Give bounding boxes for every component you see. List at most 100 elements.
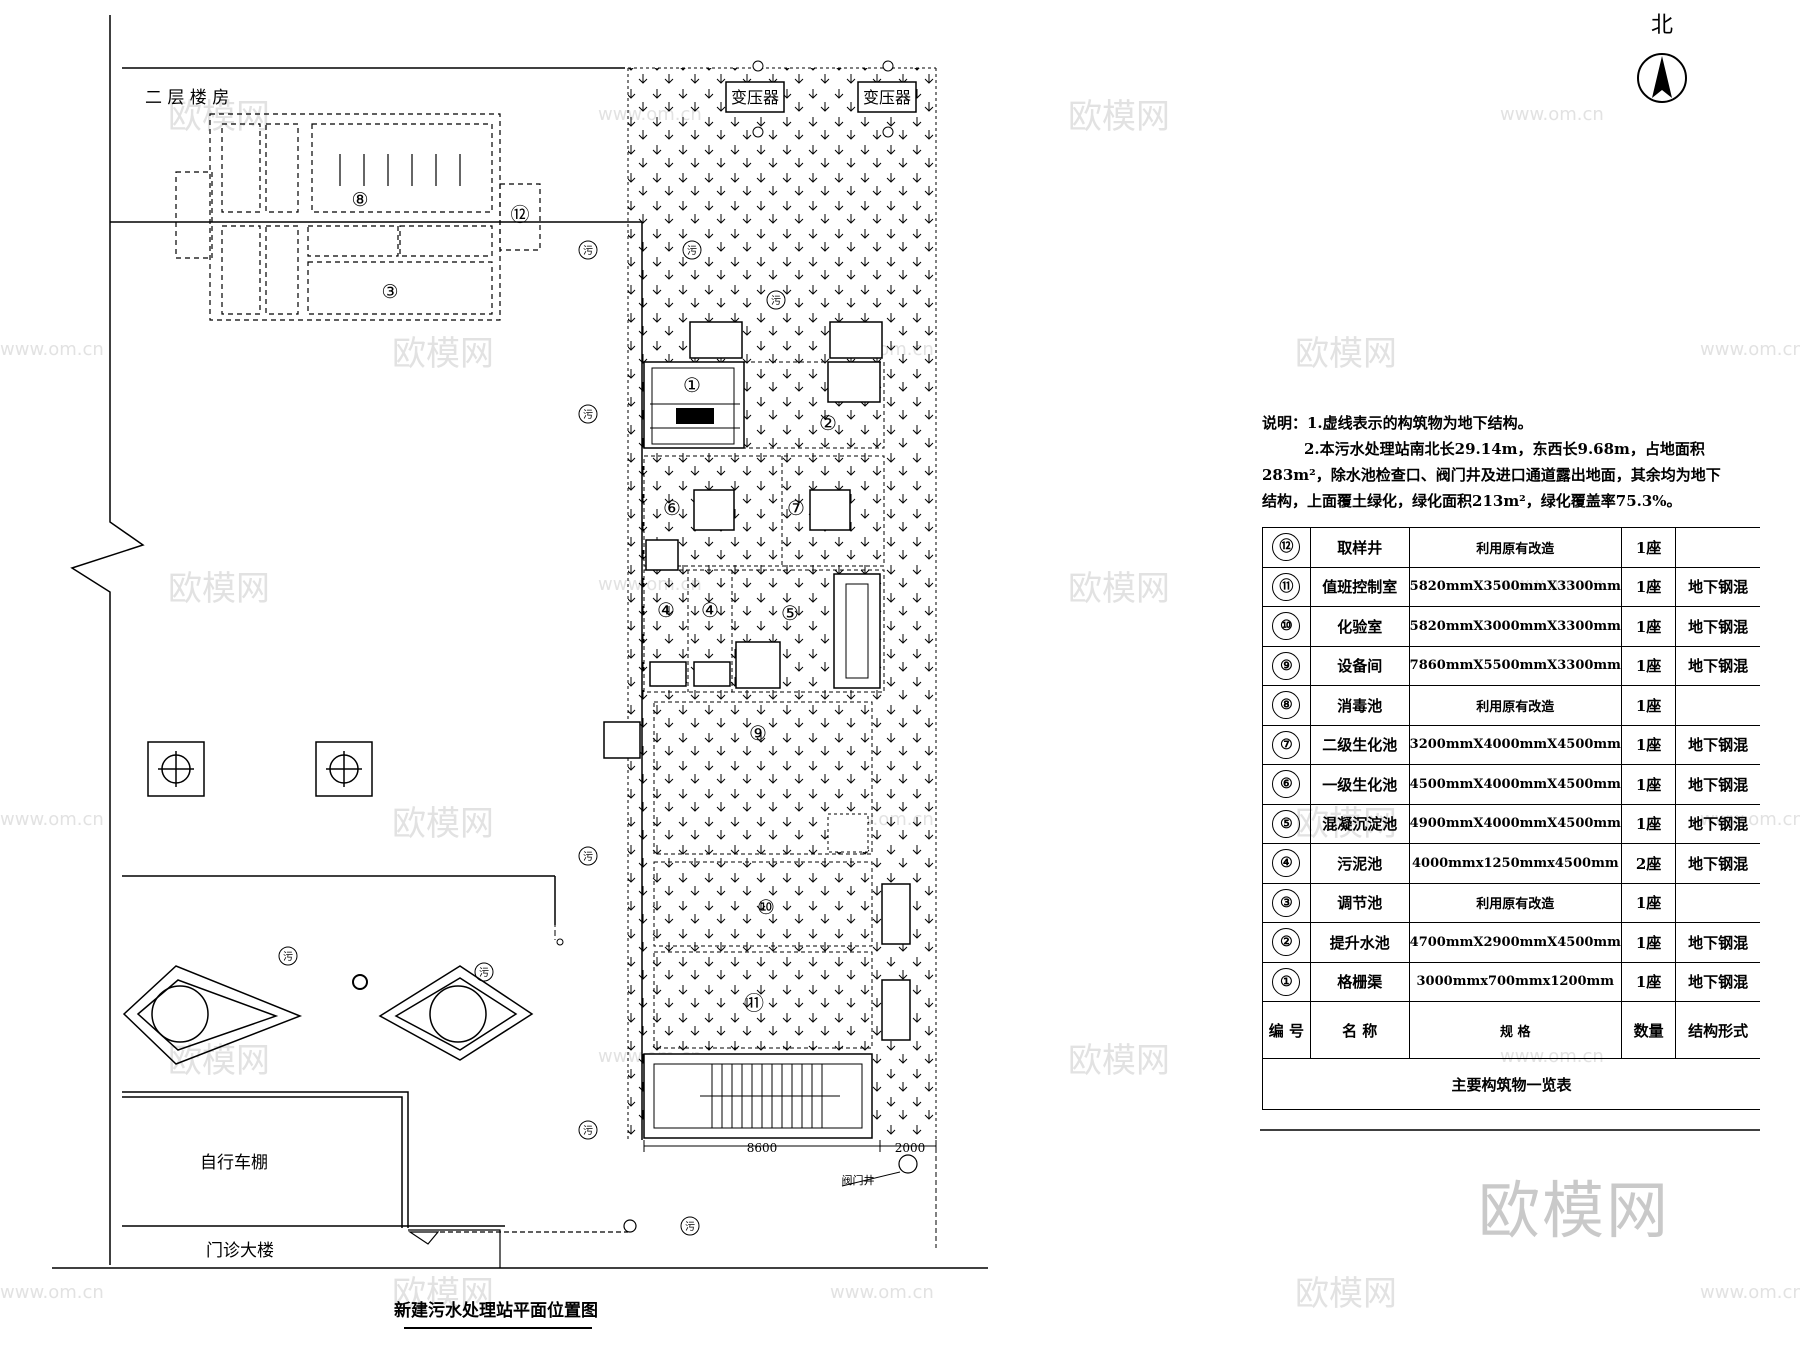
north-label: 北	[1651, 13, 1673, 38]
transformer-left: 变压器	[725, 81, 785, 113]
row-number-badge: ⑨	[1272, 651, 1301, 680]
clinic-label: 门诊大楼	[206, 1241, 274, 1261]
table-cell-struct: 地下钢混	[1675, 566, 1760, 607]
svg-text:污: 污	[685, 1221, 695, 1233]
design-notes: 说明：1.虚线表示的构筑物为地下结构。 2.本污水处理站南北长29.14m，东西…	[1262, 410, 1722, 514]
watermark: 欧模网	[392, 1274, 494, 1314]
pipe-line	[122, 875, 556, 940]
svg-text:污: 污	[583, 1125, 593, 1137]
watermark: 欧模网	[1295, 1274, 1397, 1314]
watermark-url: www.om.cn	[1500, 104, 1604, 125]
table-cell-name: 混凝沉淀池	[1309, 803, 1410, 844]
table-cell-spec: 3200mmX4000mmX4500mm	[1408, 724, 1622, 765]
table-cell-qty: 1座	[1620, 882, 1677, 923]
tree-symbols	[122, 741, 534, 1065]
row-number-badge: ⑤	[1272, 809, 1301, 838]
existing-structures	[175, 113, 541, 321]
structure-10-label: ⑩	[757, 895, 775, 919]
row-number-badge: ⑦	[1272, 730, 1301, 759]
table-cell-no: ⑨	[1262, 645, 1311, 686]
svg-text:变压器: 变压器	[731, 88, 779, 107]
dimension-lines	[643, 1140, 937, 1152]
table-cell-no: ⑥	[1262, 764, 1311, 805]
watermark: 欧模网	[1068, 569, 1170, 609]
watermark: 欧模网	[1068, 97, 1170, 137]
table-cell-name: 消毒池	[1309, 685, 1410, 726]
table-cell-qty: 1座	[1620, 685, 1677, 726]
transformer-right: 变压器	[857, 81, 917, 113]
note-line-2: 2.本污水处理站南北长29.14m，东西长9.68m，占地面积283m²，除水池…	[1262, 440, 1721, 510]
table-cell-qty: 1座	[1620, 961, 1677, 1002]
watermark: 欧模网	[1068, 1041, 1170, 1081]
note-line-1: 说明：1.虚线表示的构筑物为地下结构。	[1262, 414, 1533, 432]
table-cell-qty: 1座	[1620, 922, 1677, 963]
row-number-badge: ⑥	[1272, 770, 1301, 799]
table-cell-name: 调节池	[1309, 882, 1410, 923]
table-cell-spec: 5820mmX3500mmX3300mm	[1408, 566, 1622, 607]
watermark-url: www.om.cn	[0, 1282, 104, 1303]
table-cell-spec: 5820mmX3000mmX3300mm	[1408, 606, 1622, 647]
sewage-markers: 污 污 污 污 污 污 污 污 污	[278, 240, 786, 1236]
svg-text:污: 污	[479, 967, 489, 979]
watermark-logo: 欧模网	[1478, 1174, 1671, 1247]
svg-text:变压器: 变压器	[863, 88, 911, 107]
table-cell-name: 二级生化池	[1309, 724, 1410, 765]
table-cell-struct: 地下钢混	[1675, 606, 1760, 647]
table-cell-struct	[1675, 527, 1760, 568]
table-cell-no: ⑤	[1262, 803, 1311, 844]
dimension-8600: 8600	[747, 1141, 778, 1155]
table-cell-spec: 3000mmx700mmx1200mm	[1408, 961, 1622, 1002]
table-cell-struct: 地下钢混	[1675, 645, 1760, 686]
table-cell-name: 化验室	[1309, 606, 1410, 647]
table-cell-qty: 1座	[1620, 606, 1677, 647]
table-cell-no: ⑪	[1262, 566, 1311, 607]
table-cell-spec: 7860mmX5500mmX3300mm	[1408, 645, 1622, 686]
table-header-qty: 数量	[1620, 1001, 1677, 1059]
watermark-url: www.om.cn	[0, 339, 104, 360]
table-cell-name: 格栅渠	[1309, 961, 1410, 1002]
structure-2-label: ②	[819, 411, 837, 435]
structure-8-label: ⑧	[351, 189, 368, 211]
table-cell-spec: 利用原有改造	[1408, 882, 1622, 923]
watermark-url: www.om.cn	[0, 809, 104, 830]
svg-text:污: 污	[771, 295, 781, 307]
table-cell-spec: 4000mmx1250mmx4500mm	[1408, 843, 1622, 884]
row-number-badge: ④	[1272, 849, 1301, 878]
table-cell-struct: 地下钢混	[1675, 922, 1760, 963]
table-cell-no: ①	[1262, 961, 1311, 1002]
svg-text:污: 污	[583, 851, 593, 863]
svg-text:①: ①	[683, 373, 701, 397]
table-caption: 主要构筑物一览表	[1262, 1058, 1760, 1110]
row-number-badge: ③	[1272, 888, 1301, 917]
row-number-badge: ②	[1272, 928, 1301, 957]
watermark-url: www.om.cn	[1700, 339, 1800, 360]
table-cell-spec: 利用原有改造	[1408, 685, 1622, 726]
table-cell-qty: 1座	[1620, 803, 1677, 844]
watermark: 欧模网	[168, 569, 270, 609]
table-cell-no: ②	[1262, 922, 1311, 963]
table-cell-no: ⑦	[1262, 724, 1311, 765]
row-number-badge: ⑩	[1272, 612, 1301, 641]
structure-4a-label: ④	[657, 598, 675, 622]
structure-12-label: ⑫	[510, 204, 529, 226]
svg-text:污: 污	[283, 951, 293, 963]
table-cell-qty: 1座	[1620, 527, 1677, 568]
table-cell-struct: 地下钢混	[1675, 764, 1760, 805]
watermark-url: www.om.cn	[830, 1282, 934, 1303]
table-cell-name: 值班控制室	[1309, 566, 1410, 607]
row-number-badge: ⑧	[1272, 691, 1301, 720]
structure-4b-label: ④	[701, 598, 719, 622]
table-cell-name: 设备间	[1309, 645, 1410, 686]
table-cell-struct	[1675, 882, 1760, 923]
table-cell-no: ⑧	[1262, 685, 1311, 726]
plan-title: 新建污水处理站平面位置图	[394, 1300, 598, 1321]
table-cell-spec: 4700mmX2900mmX4500mm	[1408, 922, 1622, 963]
